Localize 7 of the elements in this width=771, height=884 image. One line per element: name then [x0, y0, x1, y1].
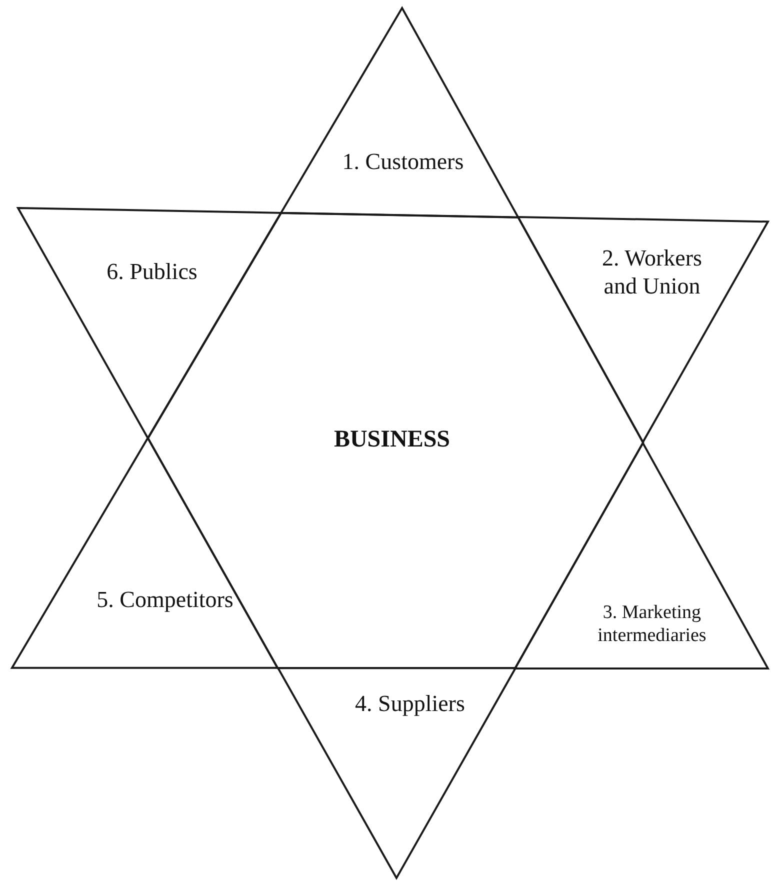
- stakeholder-label: 2. Workers and Union: [601, 244, 703, 300]
- stakeholder-label: 3. Marketing intermediaries: [596, 602, 708, 648]
- stakeholder-label: 5. Competitors: [96, 586, 234, 614]
- stakeholder-label: 1. Customers: [341, 148, 465, 176]
- center-title: BUSINESS: [332, 426, 452, 454]
- stakeholder-label: 4. Suppliers: [354, 690, 466, 718]
- stakeholder-label: 6. Publics: [106, 258, 198, 286]
